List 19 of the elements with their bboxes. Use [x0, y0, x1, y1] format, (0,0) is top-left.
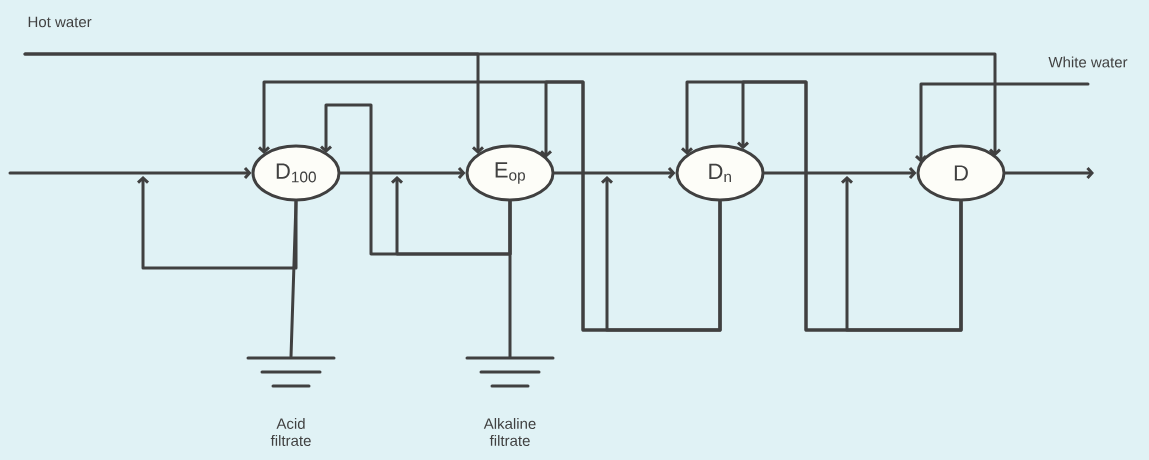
flow-line [23, 52, 1001, 157]
ground-symbol [465, 356, 555, 388]
flow-line [915, 82, 1090, 163]
ground-symbol [246, 356, 336, 388]
flow-line [391, 176, 512, 256]
filtrate-label: Acid filtrate [270, 418, 311, 446]
flow-line [553, 167, 676, 179]
flow-line [841, 176, 963, 332]
flow-line [137, 176, 298, 270]
flow-line [8, 167, 252, 179]
flow-line [763, 167, 917, 179]
flow-line [508, 200, 512, 358]
filtrate-label: Alkaline filtrate [483, 418, 536, 446]
flow-line [601, 176, 722, 332]
stream-label: Hot water [28, 16, 92, 28]
stream-label: White water [1048, 56, 1128, 68]
flow-line [289, 200, 298, 358]
flow-line [339, 167, 466, 179]
flow-line [1004, 167, 1094, 179]
